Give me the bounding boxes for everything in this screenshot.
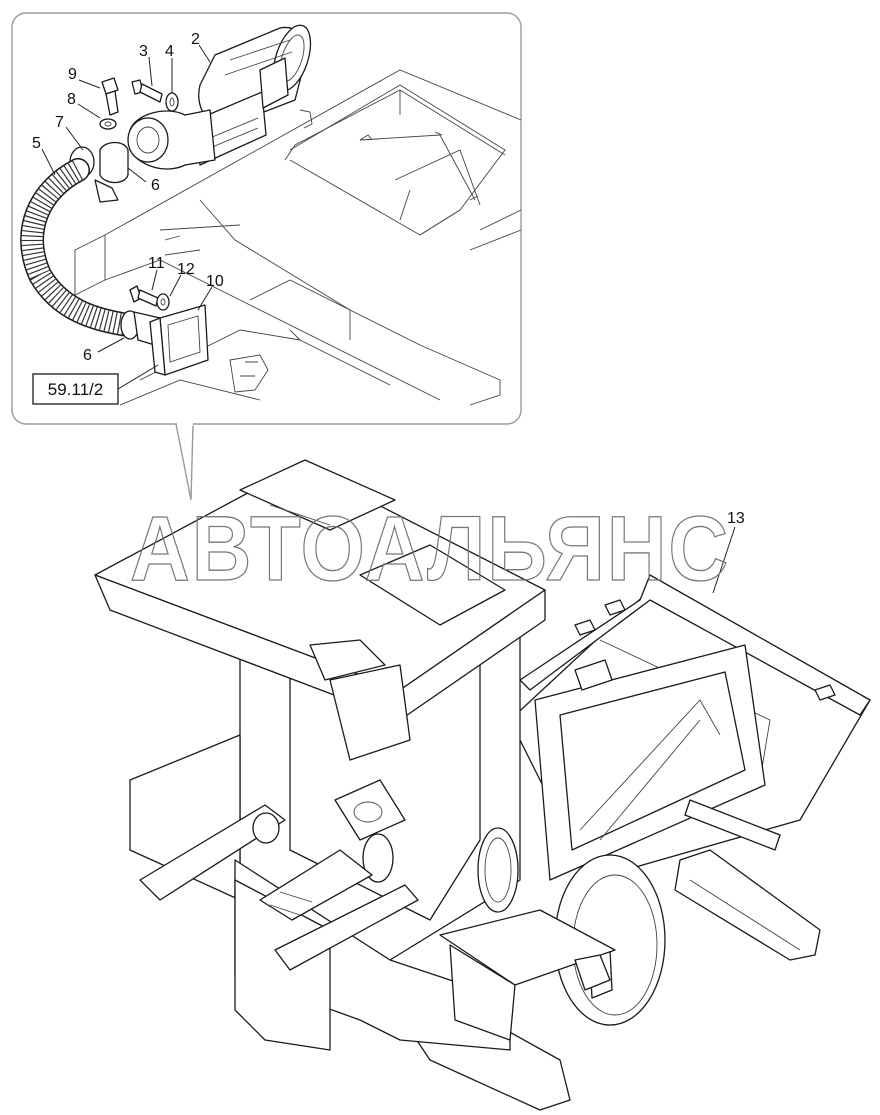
reference-label: 59.11/2 <box>48 380 103 399</box>
hose-part-5 <box>20 158 140 337</box>
callout-13: 13 <box>727 510 745 527</box>
housing-outline <box>74 69 522 406</box>
gasket-part-10 <box>149 304 209 376</box>
washer-part-12 <box>156 293 170 311</box>
callout-6-top: 6 <box>151 177 160 194</box>
callout-9: 9 <box>68 66 77 83</box>
callout-2: 2 <box>191 31 200 48</box>
leader-lines <box>41 44 213 353</box>
callout-10: 10 <box>206 273 224 290</box>
callout-4: 4 <box>165 43 174 60</box>
callout-3: 3 <box>139 43 148 60</box>
inlet-elbow <box>127 109 216 170</box>
main-frame-part-13 <box>94 459 871 1111</box>
callout-8: 8 <box>67 91 76 108</box>
bolt-part-3 <box>131 79 163 103</box>
washer-part-4 <box>165 92 179 112</box>
callout-5: 5 <box>32 135 41 152</box>
inset-callouts: 2 3 4 9 8 7 5 6 11 12 10 6 <box>32 31 224 364</box>
bolt-part-9 <box>101 77 119 116</box>
callout-6-bottom: 6 <box>83 347 92 364</box>
callout-7: 7 <box>55 114 64 131</box>
callout-11: 11 <box>148 255 165 272</box>
watermark-text: АВТОАЛЬЯНС <box>130 498 730 600</box>
detail-inset: 59.11/2 2 3 4 9 8 7 5 6 <box>11 12 522 501</box>
reference-box: 59.11/2 <box>32 364 159 405</box>
detail-pointer <box>175 423 194 501</box>
washer-part-8 <box>99 118 117 130</box>
callout-12: 12 <box>177 261 195 278</box>
bolt-part-11 <box>129 285 159 307</box>
